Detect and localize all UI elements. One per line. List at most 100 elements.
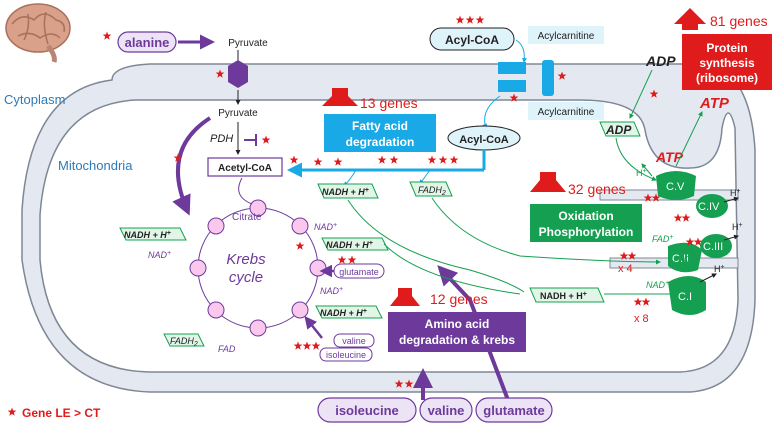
fatty-acid-label-2: degradation <box>346 135 415 149</box>
svg-text:NADH + H+: NADH + H+ <box>322 187 369 197</box>
acylcarnitine-top: Acylcarnitine <box>538 31 595 42</box>
glutamate-bottom-box <box>475 397 553 423</box>
svg-text:NADH + H+: NADH + H+ <box>540 291 587 301</box>
protein-label-2: synthesis <box>699 56 755 70</box>
svg-text:FAD+: FAD+ <box>652 234 673 244</box>
acyl-coa-mito: Acyl-CoA <box>459 134 509 146</box>
krebs-nadh-right2: NADH + H+ <box>315 305 383 319</box>
svg-text:NAD+: NAD+ <box>314 222 337 232</box>
oxphos-label-2: Phosphorylation <box>539 225 634 239</box>
svg-text:C.IV: C.IV <box>698 201 720 213</box>
svg-text:NADH + H+: NADH + H+ <box>326 240 373 250</box>
acetyl-coa-box <box>207 157 283 177</box>
mitochondria-label: Mitochondria <box>58 158 133 173</box>
protein-label-1: Protein <box>706 41 747 55</box>
fatty-acid-genes: 13 genes <box>360 95 418 111</box>
protein-genes: 81 genes <box>710 13 768 29</box>
krebs-nadh-left: NADH + H+ <box>119 227 187 241</box>
svg-text:NADH + H+: NADH + H+ <box>320 308 367 318</box>
svg-text:H+: H+ <box>636 168 647 178</box>
carnitine-transporter <box>498 60 554 96</box>
amino-acid-pathway: 12 genes Amino acid degradation & krebs <box>388 288 526 352</box>
legend-text: Gene LE > CT <box>22 406 101 420</box>
acyl-coa-cyto: Acyl-CoA <box>445 33 499 47</box>
krebs-label-2: cycle <box>229 269 263 286</box>
fatty-acid-pathway: 13 genes Fatty acid degradation <box>322 88 436 152</box>
protein-label-3: (ribosome) <box>696 71 758 85</box>
protein-box <box>682 34 772 90</box>
adp-cyto: ADP <box>645 53 676 69</box>
complex-ii: C.II <box>668 242 702 273</box>
amino-acid-label-1: Amino acid <box>425 317 490 331</box>
fatty-acid-box <box>324 114 436 152</box>
oxphos-genes: 32 genes <box>568 181 626 197</box>
svg-text:H+: H+ <box>732 222 743 232</box>
svg-text:NAD+: NAD+ <box>148 250 171 260</box>
alanine-label: alanine <box>125 35 170 50</box>
fatty-acid-label-1: Fatty acid <box>352 119 408 133</box>
cytoplasm-label: Cytoplasm <box>4 92 65 107</box>
isoleucine-bottom: isoleucine <box>335 403 399 418</box>
valine-inner-box <box>333 333 375 348</box>
atp-cyto: ATP <box>699 95 730 112</box>
krebs-nadh-right1: NADH + H+ <box>321 237 389 251</box>
oxphos-label-1: Oxidation <box>558 209 613 223</box>
adp-mito: ADP <box>599 121 641 137</box>
krebs-fadh2: FADH2 <box>163 333 205 348</box>
acylcarnitine-bottom-box <box>528 102 604 120</box>
svg-text:NADH + H+: NADH + H+ <box>124 230 171 240</box>
alanine-box <box>117 31 177 53</box>
fa-nadh: NADH + H+ <box>317 183 379 199</box>
amino-acid-big-arrow <box>437 265 510 401</box>
legend-star-icon <box>7 407 17 416</box>
svg-text:FADH2: FADH2 <box>170 336 198 348</box>
acetyl-coa-label: Acetyl-CoA <box>218 163 272 174</box>
atp-inner: ATP <box>655 149 684 165</box>
svg-text:C.V: C.V <box>666 181 685 193</box>
valine-bottom-box <box>419 397 473 423</box>
complex-i: C.I <box>668 276 706 315</box>
svg-text:ADP: ADP <box>605 123 632 137</box>
krebs-fad: FAD <box>218 344 236 354</box>
etc-nadh: NADH + H+ <box>529 287 605 303</box>
oxphos-pathway: 32 genes Oxidation Phosphorylation <box>530 172 642 242</box>
citrate-label: Citrate <box>232 212 262 223</box>
krebs-label-1: Krebs <box>226 251 266 268</box>
complex-iii: C.III <box>700 234 732 258</box>
pyruvate-carrier <box>228 60 248 88</box>
acyl-coa-cyto-box <box>429 27 515 51</box>
amino-acid-genes: 12 genes <box>430 291 488 307</box>
svg-text:C.II: C.II <box>672 253 689 265</box>
svg-text:FADH2: FADH2 <box>418 185 446 197</box>
complex-iv: C.IV <box>696 194 728 218</box>
amino-acid-label-2: degradation & krebs <box>399 333 515 347</box>
isoleucine-inner-box <box>319 347 373 362</box>
oxphos-box <box>530 204 642 242</box>
glutamate-inner: glutamate <box>339 267 379 277</box>
svg-text:C.I: C.I <box>678 291 692 303</box>
electron-flow-nadh <box>383 243 521 295</box>
isoleucine-inner: isoleucine <box>326 350 366 360</box>
krebs-cycle <box>189 199 327 337</box>
x8-label: x 8 <box>634 313 649 325</box>
svg-text:C.III: C.III <box>703 241 723 253</box>
fa-fadh2: FADH2 <box>409 181 453 197</box>
pdh-label: PDH <box>210 133 233 145</box>
svg-text:H+: H+ <box>730 188 741 198</box>
acylcarnitine-bottom: Acylcarnitine <box>538 107 595 118</box>
amino-acid-box <box>388 312 526 352</box>
pyruvate-cyto: Pyruvate <box>228 38 268 49</box>
protein-synthesis-pathway: 81 genes Protein synthesis (ribosome) <box>674 8 772 90</box>
brain-icon <box>5 3 71 63</box>
isoleucine-bottom-box <box>317 397 417 423</box>
svg-text:NAD+: NAD+ <box>646 280 669 290</box>
svg-text:FADH2: FADH2 <box>674 255 699 266</box>
glutamate-bottom: glutamate <box>483 403 544 418</box>
svg-text:H+: H+ <box>714 264 725 274</box>
x4-label: x 4 <box>618 263 633 275</box>
acylcarnitine-top-box <box>528 26 604 44</box>
pyruvate-mito: Pyruvate <box>218 108 258 119</box>
valine-inner: valine <box>342 336 366 346</box>
